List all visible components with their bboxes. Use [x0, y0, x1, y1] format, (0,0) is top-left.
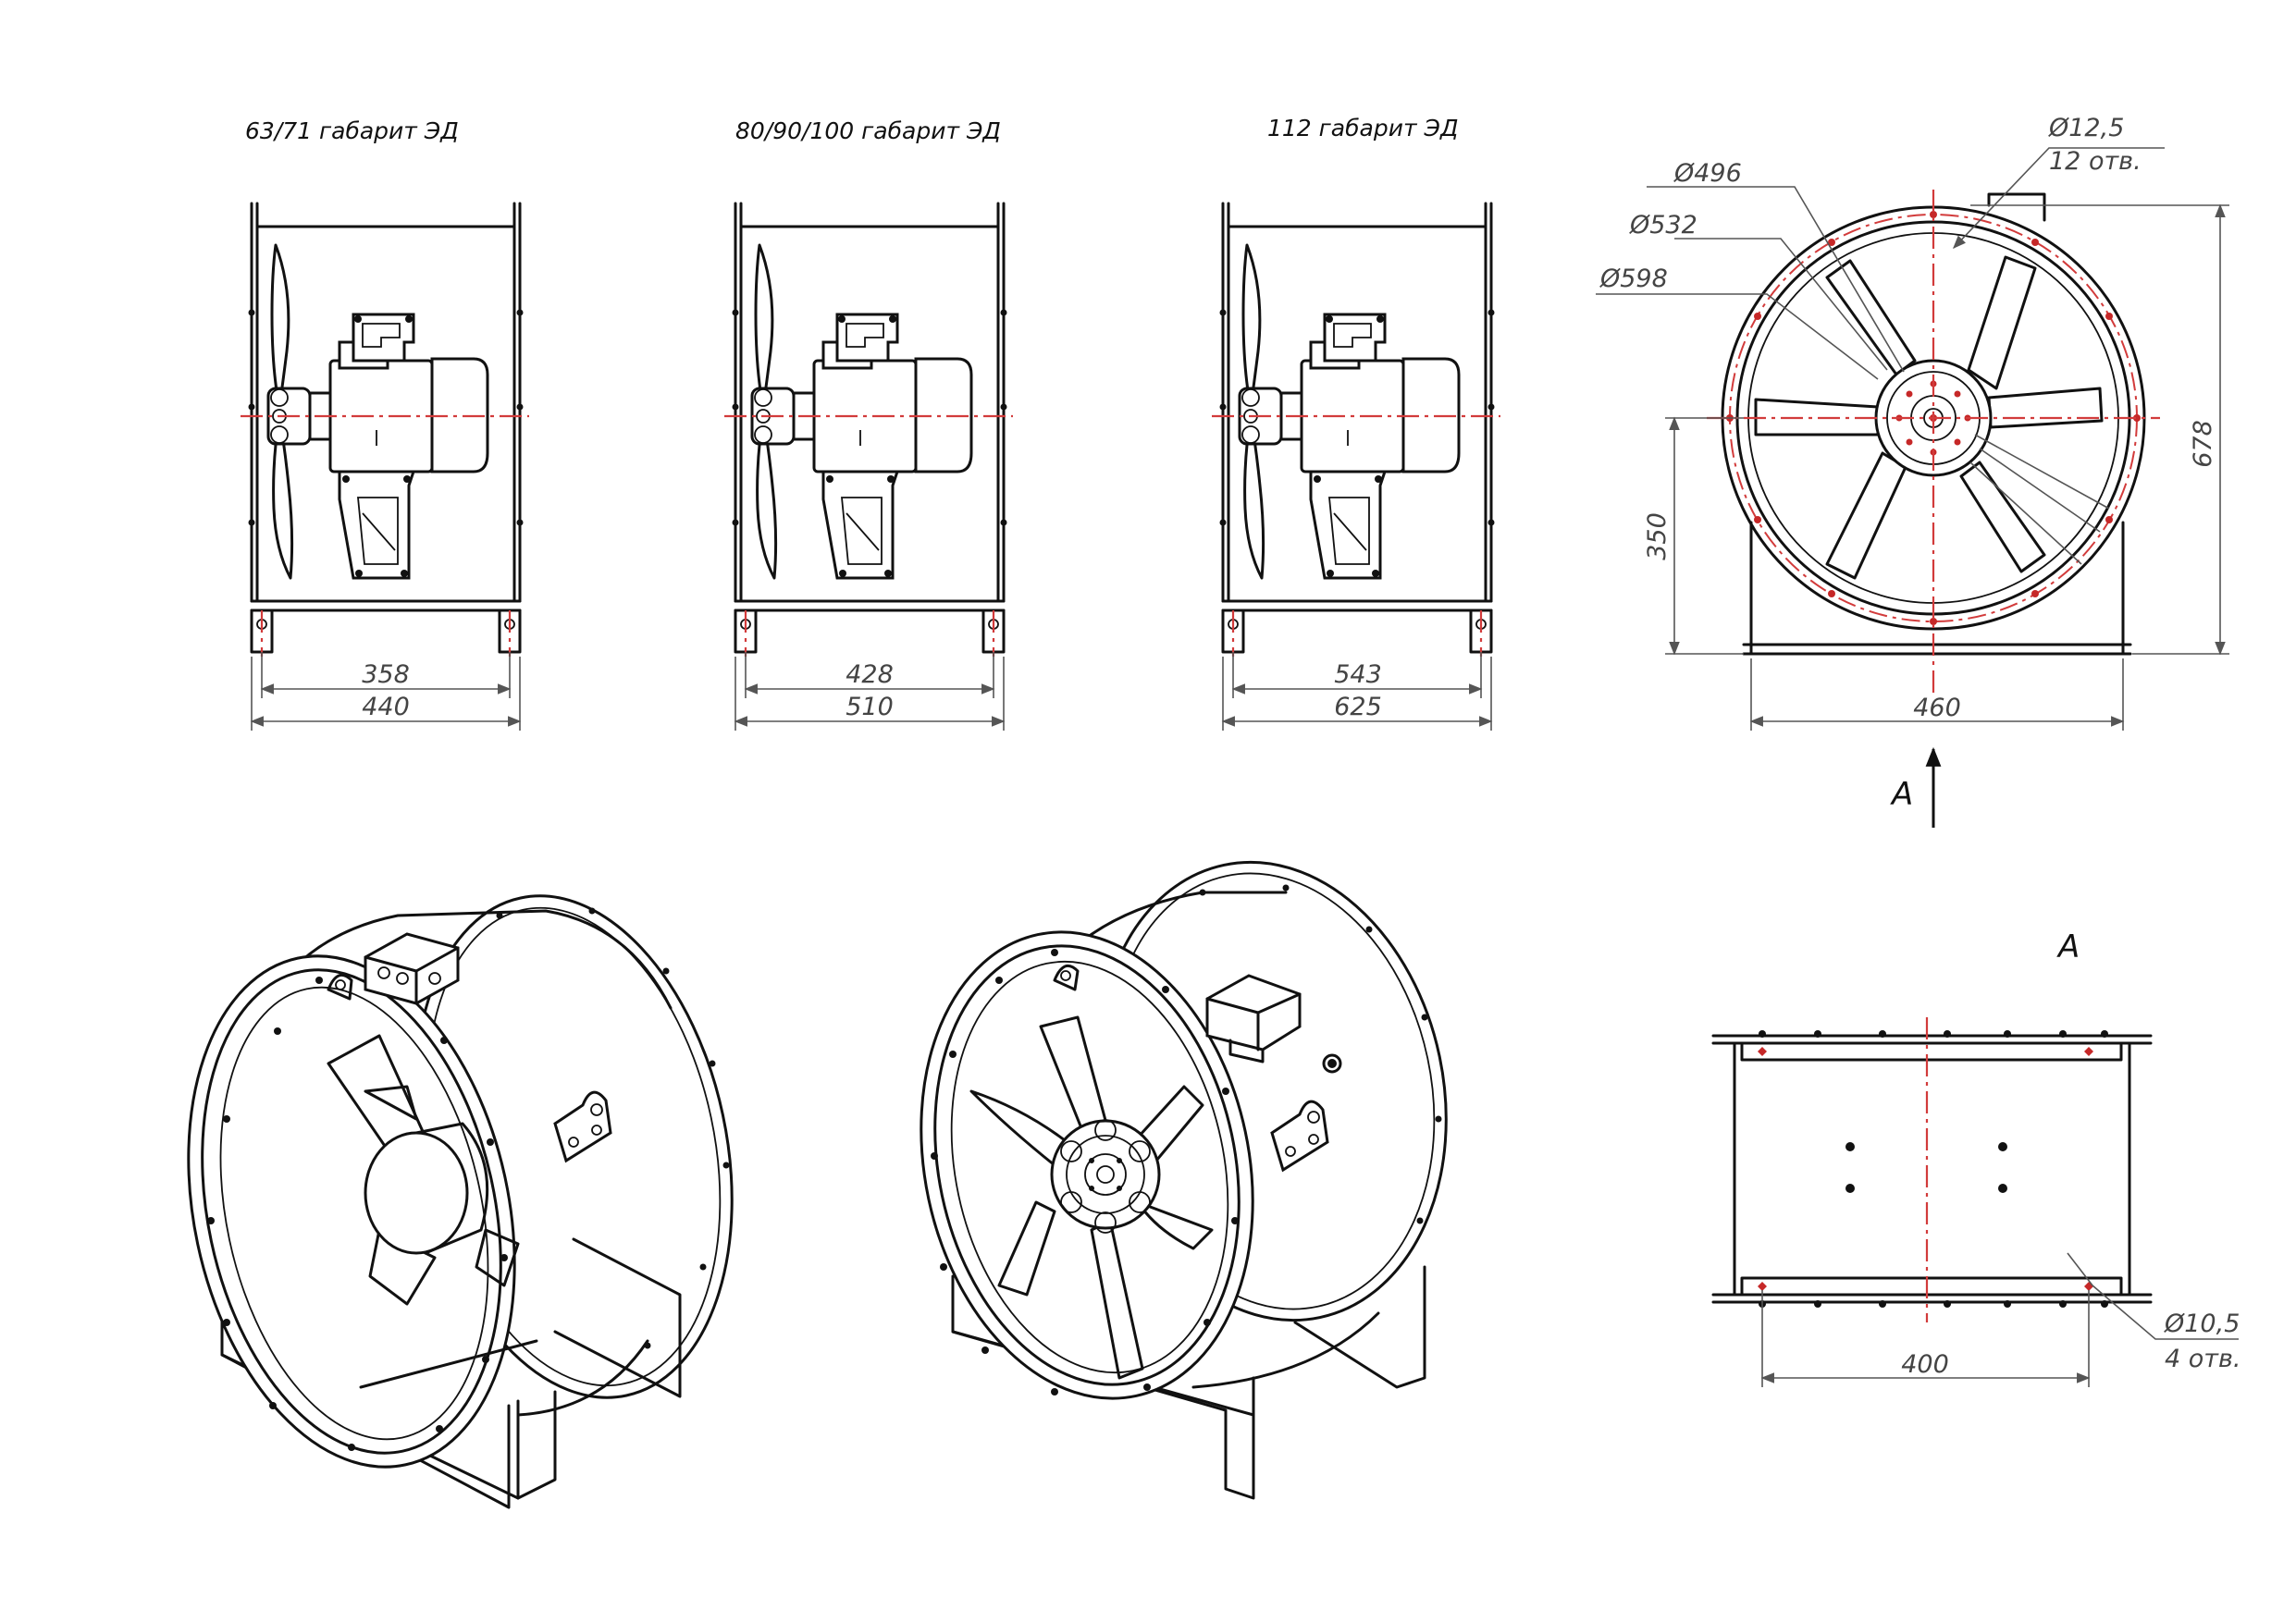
view-title: 80/90/100 габарит ЭД	[735, 117, 1001, 144]
flange-holes	[1726, 211, 2141, 625]
isometric-view-motor-side	[187, 894, 734, 1509]
side-view-1: 63/71 габарит ЭД 358 440	[239, 117, 531, 731]
height-total: 678	[2189, 420, 2217, 468]
hole-count: 12 отв.	[2049, 147, 2142, 176]
hole-diameter: Ø12,5	[2048, 114, 2124, 142]
dim-inner: 358	[362, 660, 410, 689]
mount-hole-diameter: Ø10,5	[2164, 1309, 2240, 1338]
mount-hole-count: 4 отв.	[2165, 1345, 2241, 1373]
diameter-496: Ø496	[1673, 159, 1742, 188]
dim-outer: 440	[362, 693, 410, 721]
dim-outer: 625	[1334, 693, 1382, 721]
dim-inner: 428	[846, 660, 894, 689]
side-view-2: 80/90/100 габарит ЭД 428 510	[722, 117, 1015, 731]
height-axis: 350	[1643, 512, 1672, 560]
isometric-view-impeller-side	[920, 860, 1448, 1500]
dim-outer: 510	[846, 693, 894, 721]
side-view-3: 112 габарит ЭД 543 625	[1210, 115, 1502, 731]
view-title: 112 габарит ЭД	[1267, 115, 1458, 141]
dim-400: 400	[1901, 1350, 1949, 1379]
front-view: Ø496 Ø532 Ø598 Ø12,5 12 отв. 678 350 460…	[1596, 114, 2229, 828]
view-title: 63/71 габарит ЭД	[245, 117, 459, 144]
diameter-532: Ø532	[1629, 211, 1697, 240]
view-a-bottom: A	[1711, 928, 2241, 1387]
diameter-598: Ø598	[1599, 264, 1668, 293]
dim-inner: 543	[1334, 660, 1382, 689]
width-base: 460	[1913, 694, 1961, 722]
view-arrow-label: A	[1890, 776, 1913, 813]
view-a-title: A	[2056, 928, 2080, 965]
